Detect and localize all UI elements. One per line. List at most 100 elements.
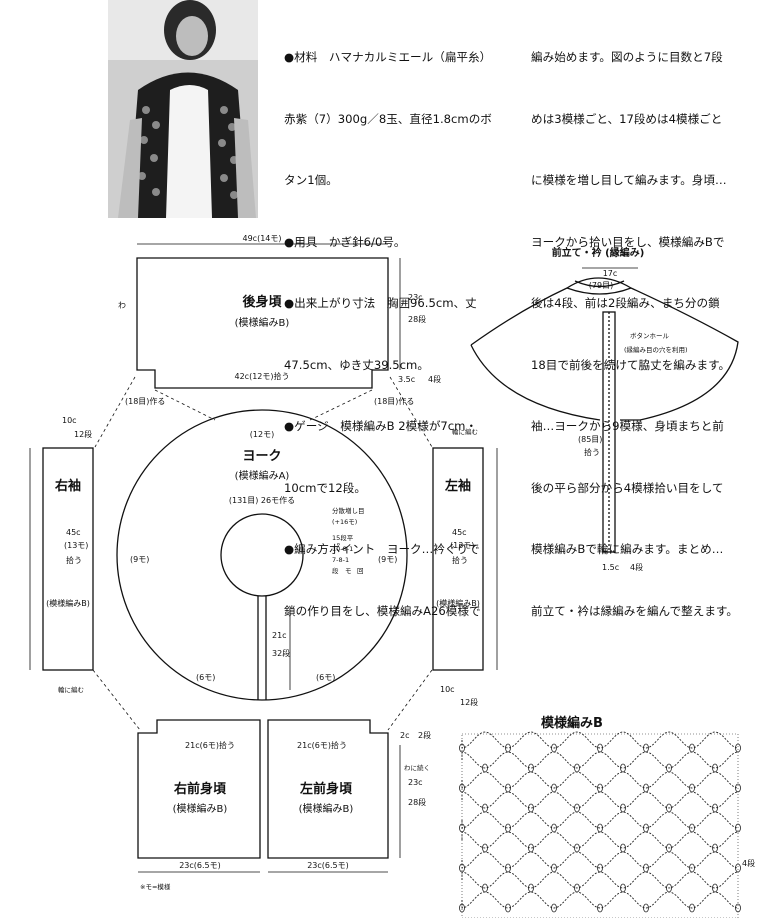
right-front-outline	[137, 719, 261, 859]
back-ring-label: わ	[118, 301, 126, 310]
increase-unit: 回	[357, 567, 364, 575]
instruction-line: に模様を増し目して編みます。身頃…	[531, 173, 727, 187]
chart-b-title: 模様編みB	[541, 715, 603, 731]
instruction-line: ●用具 かぎ針6/0号。	[284, 234, 406, 249]
stitch-row	[461, 871, 739, 889]
model-photo-image	[108, 0, 258, 218]
stitch-cluster	[712, 883, 718, 893]
yoke-top-label: (12モ)	[250, 430, 274, 439]
back-pick-label: 42c(12モ)拾う	[235, 371, 290, 381]
left-sleeve-round: 輪に編む	[452, 427, 478, 436]
yoke-side-left: (9モ)	[130, 555, 149, 564]
increase-row: 7-8-1	[332, 556, 349, 564]
instruction-line: 模様編みBで輪に編みます。まとめ…	[531, 542, 724, 556]
instruction-line: ヨークから拾い目をし、模様編みBで	[531, 234, 725, 249]
left-front-title: 左前身頃	[300, 781, 353, 797]
left-front-pattern: (模様編みB)	[299, 802, 354, 815]
increase-title: 分散増し目	[332, 506, 365, 515]
stitch-cluster	[505, 743, 511, 753]
instruction-line: ●ゲージ 模様編みB 2模様が7cm・	[284, 419, 478, 433]
increase-sub: (+16モ)	[332, 518, 357, 526]
chart-rows-label: 4段	[742, 858, 755, 868]
yoke-title: ヨーク	[242, 449, 281, 464]
stitch-cluster	[597, 863, 603, 873]
back-length-rows: 28段	[408, 314, 426, 324]
stitch-cluster	[712, 803, 718, 813]
band-front-pick: (85目)	[578, 435, 602, 444]
left-front-ring: わに続く	[404, 763, 430, 772]
stitch-row	[461, 751, 739, 769]
stitch-row	[461, 731, 739, 749]
left-front-top-rows: 2段	[418, 730, 431, 740]
stitch-cluster	[528, 883, 534, 893]
instruction-line: 後は4段、前は2段編み、まち分の鎖	[531, 296, 720, 310]
stitch-cluster	[528, 843, 534, 853]
stitch-cluster	[505, 783, 511, 793]
back-body-outline	[136, 257, 389, 389]
yoke-bottom-left: (6モ)	[196, 673, 215, 682]
right-sleeve-pattern: (模様編みB)	[46, 598, 90, 608]
band-body-curve	[470, 344, 601, 421]
right-front-bottom: 23c(6.5モ)	[179, 861, 221, 870]
right-sleeve-length-mo: (13モ)	[64, 541, 88, 550]
increase-unit: 段	[332, 566, 339, 575]
left-sleeve-width: 10c	[440, 685, 455, 694]
instruction-line: めは3模様ごと、17段めは4模様ごと	[531, 111, 723, 126]
instruction-line: タン1個。	[284, 173, 338, 187]
stitch-row	[461, 791, 739, 809]
band-title: 前立て・衿 (縁編み)	[552, 246, 645, 259]
increase-row: 15段平	[332, 533, 354, 542]
buttonhole-sub: (縁編み目の穴を利用)	[624, 345, 688, 354]
back-side-label: 3.5c	[398, 375, 415, 384]
stitch-row	[461, 851, 739, 869]
left-sleeve-outline	[432, 447, 484, 671]
band-width: 17c	[603, 269, 618, 278]
band-bottom-rows: 4段	[630, 562, 643, 572]
left-sleeve-pick: 拾う	[452, 555, 468, 565]
instruction-line: 赤紫（7）300g／8玉、直径1.8cmのボ	[284, 111, 492, 126]
back-length-label: 23c	[408, 293, 423, 302]
right-sleeve-width: 10c	[62, 416, 77, 425]
instruction-line: 編み始めます。図のように目数と7段	[531, 50, 723, 64]
instruction-line: 袖…ヨークから9模様、身頃まちと前	[531, 419, 724, 433]
yoke-opening	[257, 596, 267, 700]
stitch-cluster	[597, 743, 603, 753]
right-front-title: 右前身頃	[173, 781, 227, 797]
stitch-row	[461, 811, 739, 829]
stitch-chart-frame	[461, 733, 739, 918]
instruction-line: 18目で前後を続けて脇丈を編みます。	[531, 357, 731, 372]
stitch-cluster	[528, 803, 534, 813]
band-bottom: 1.5c	[602, 563, 619, 572]
stitch-cluster	[597, 903, 603, 913]
right-front-pick: 21c(6モ)拾う	[185, 740, 235, 750]
stitch-cluster	[505, 863, 511, 873]
yoke-length-rows: 32段	[272, 648, 290, 658]
stitch-cluster	[620, 843, 626, 853]
left-sleeve-pattern: (模様編みB)	[436, 598, 480, 608]
stitch-cluster	[620, 883, 626, 893]
left-front-pick: 21c(6モ)拾う	[297, 740, 347, 750]
left-front-length: 23c	[408, 778, 423, 787]
instruction-line: ●材料 ハマナカルミエール（扁平糸）	[284, 50, 492, 64]
back-body-pattern: (模様編みB)	[235, 316, 290, 329]
model-photo	[108, 0, 258, 218]
stitch-chart	[459, 731, 741, 918]
instruction-line: 10cmで12段。	[284, 480, 366, 495]
connector-lines	[154, 389, 373, 421]
instructions-left: ●材料 ハマナカルミエール（扁平糸） 赤紫（7）300g／8玉、直径1.8cmの…	[284, 6, 492, 662]
stitch-cluster	[597, 823, 603, 833]
stitch-cluster	[712, 763, 718, 773]
stitch-cluster	[528, 763, 534, 773]
back-body-title: 後身頃	[242, 294, 282, 310]
back-width-label: 49c(14モ)	[243, 234, 282, 243]
yoke-side-right: (9モ)	[378, 555, 397, 564]
right-sleeve-pick: 拾う	[66, 555, 82, 565]
stitch-cluster	[643, 903, 649, 913]
back-side-rows: 4段	[428, 374, 441, 384]
instruction-line: 前立て・衿は縁編みを編んで整えます。	[531, 603, 738, 618]
stitch-cluster	[551, 903, 557, 913]
left-sleeve-length: 45c	[452, 528, 467, 537]
stitch-cluster	[597, 783, 603, 793]
right-sleeve-title: 右袖	[54, 478, 81, 494]
